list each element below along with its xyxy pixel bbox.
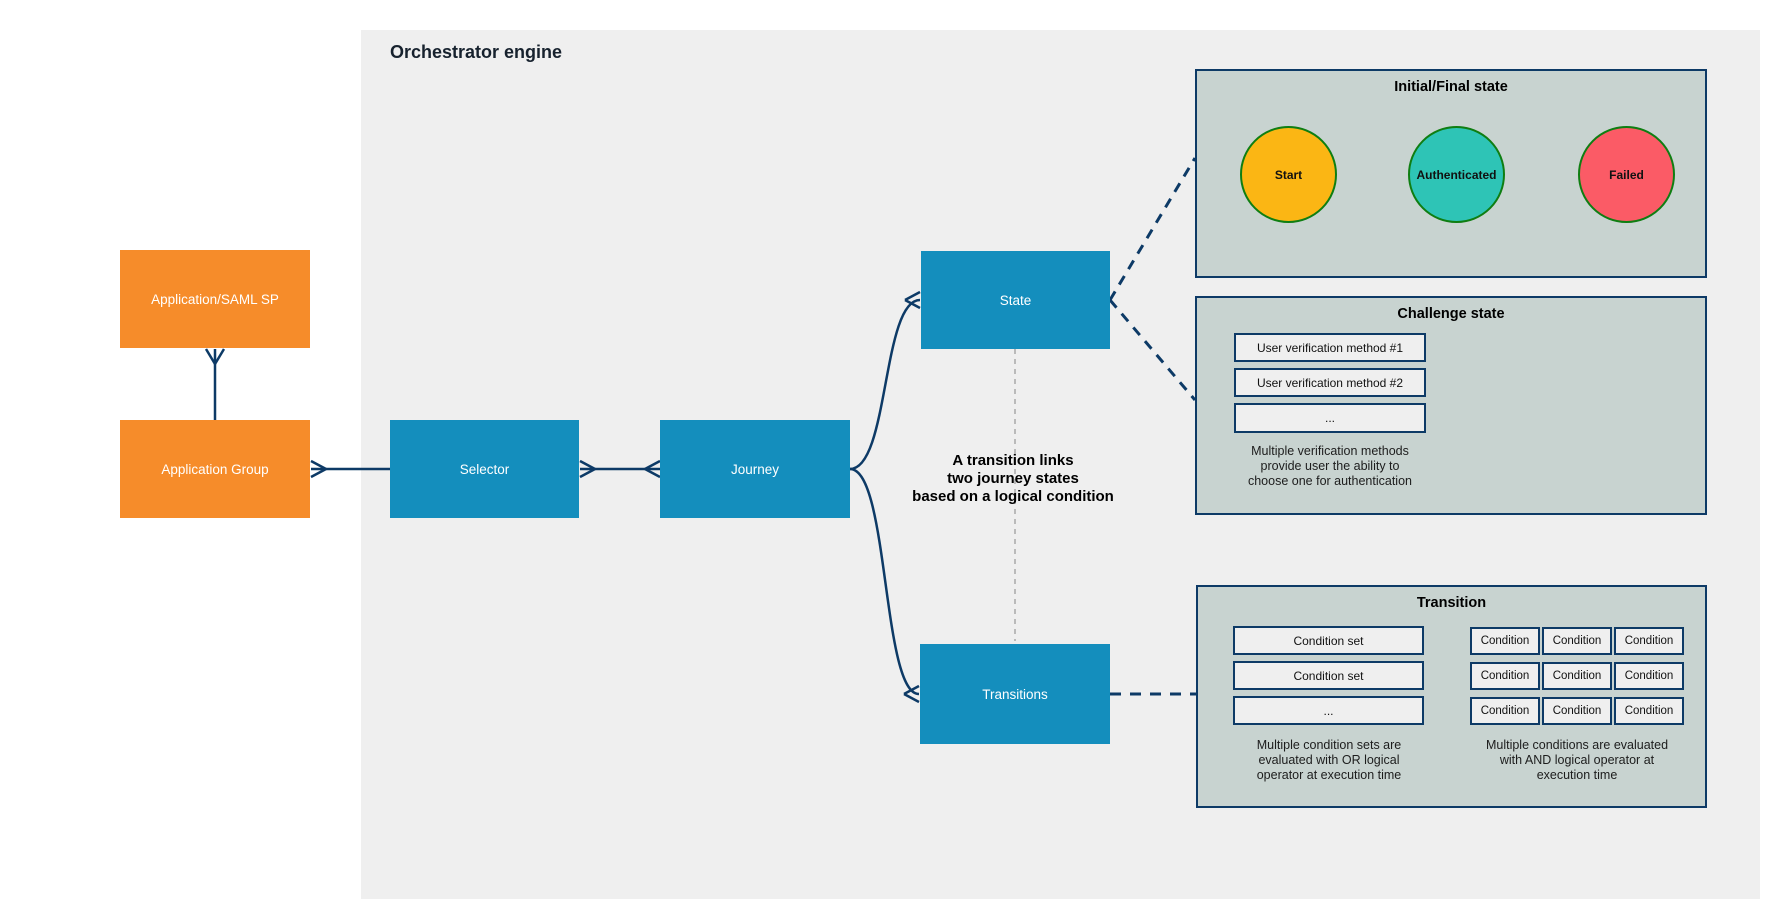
panel-transition: Transition Condition set Condition set .… — [1196, 585, 1707, 808]
state-circle-start: Start — [1240, 126, 1337, 223]
caption-line: provide user the ability to — [1260, 459, 1400, 473]
condition-cell: Condition — [1542, 662, 1612, 690]
annotation-line: A transition links — [952, 452, 1074, 469]
caption-line: Multiple condition sets are — [1256, 738, 1402, 752]
node-application-group-label: Application Group — [161, 461, 269, 477]
state-circle-start-label: Start — [1274, 167, 1303, 182]
orchestrator-engine-title: Orchestrator engine — [390, 42, 563, 62]
crowsfoot-appsaml — [204, 348, 226, 365]
verification-method-box: User verification method #2 — [1234, 368, 1426, 397]
caption-line: execution time — [1536, 768, 1618, 782]
verification-method-box: ... — [1234, 403, 1426, 433]
annotation-line: based on a logical condition — [912, 488, 1114, 505]
condition-set-box: Condition set — [1233, 626, 1424, 655]
node-application-group: Application Group — [120, 420, 310, 518]
condition-cell: Condition — [1614, 662, 1684, 690]
node-state-label: State — [999, 292, 1032, 308]
panel-initial-final-state: Initial/Final state Start Authenticated … — [1195, 69, 1707, 278]
node-application-saml-sp: Application/SAML SP — [120, 250, 310, 348]
panel-transition-title: Transition — [1416, 595, 1487, 611]
condition-cell: Condition — [1542, 697, 1612, 725]
state-circle-failed-label: Failed — [1609, 167, 1644, 182]
verification-method-label: User verification method #1 — [1256, 340, 1404, 355]
node-transitions: Transitions — [920, 644, 1110, 744]
node-transitions-label: Transitions — [982, 686, 1048, 702]
condition-grid: Condition Condition Condition Condition … — [1470, 627, 1684, 725]
condition-set-box: Condition set — [1233, 661, 1424, 690]
node-state: State — [921, 251, 1110, 349]
caption-line: choose one for authentication — [1247, 474, 1412, 488]
state-circle-authenticated-label: Authenticated — [1416, 167, 1497, 182]
state-circle-authenticated: Authenticated — [1408, 126, 1505, 223]
condition-cell: Condition — [1542, 627, 1612, 655]
node-journey-label: Journey — [730, 461, 780, 477]
condition-set-label: Condition set — [1293, 633, 1364, 648]
caption-line: operator at execution time — [1256, 768, 1402, 782]
transition-annotation: A transition links two journey states ba… — [863, 452, 1163, 506]
verification-method-label: ... — [1324, 411, 1335, 425]
caption-line: with AND logical operator at — [1499, 753, 1655, 767]
condition-set-box: ... — [1233, 696, 1424, 725]
condition-cell: Condition — [1470, 662, 1540, 690]
condition-cell: Condition — [1470, 697, 1540, 725]
or-caption: Multiple condition sets are evaluated wi… — [1216, 738, 1442, 783]
verification-method-label: User verification method #2 — [1256, 375, 1404, 390]
node-selector: Selector — [390, 420, 579, 518]
panel-challenge-state: Challenge state User verification method… — [1195, 296, 1707, 515]
annotation-line: two journey states — [947, 470, 1079, 487]
challenge-caption: Multiple verification methods provide us… — [1217, 444, 1443, 489]
panel-challenge-title: Challenge state — [1397, 306, 1505, 322]
verification-method-box: User verification method #1 — [1234, 333, 1426, 362]
node-journey: Journey — [660, 420, 850, 518]
node-selector-label: Selector — [459, 461, 510, 477]
panel-initial-final-title: Initial/Final state — [1394, 79, 1508, 95]
condition-set-label: Condition set — [1293, 668, 1364, 683]
and-caption: Multiple conditions are evaluated with A… — [1463, 738, 1691, 783]
condition-cell: Condition — [1614, 697, 1684, 725]
condition-cell: Condition — [1470, 627, 1540, 655]
crowsfoot-appgroup — [310, 459, 327, 479]
condition-set-label: ... — [1323, 703, 1334, 718]
state-circle-failed: Failed — [1578, 126, 1675, 223]
caption-line: Multiple conditions are evaluated — [1485, 738, 1669, 752]
caption-line: evaluated with OR logical — [1258, 753, 1400, 767]
condition-cell: Condition — [1614, 627, 1684, 655]
caption-line: Multiple verification methods — [1251, 444, 1409, 458]
node-application-saml-sp-label: Application/SAML SP — [151, 291, 279, 307]
